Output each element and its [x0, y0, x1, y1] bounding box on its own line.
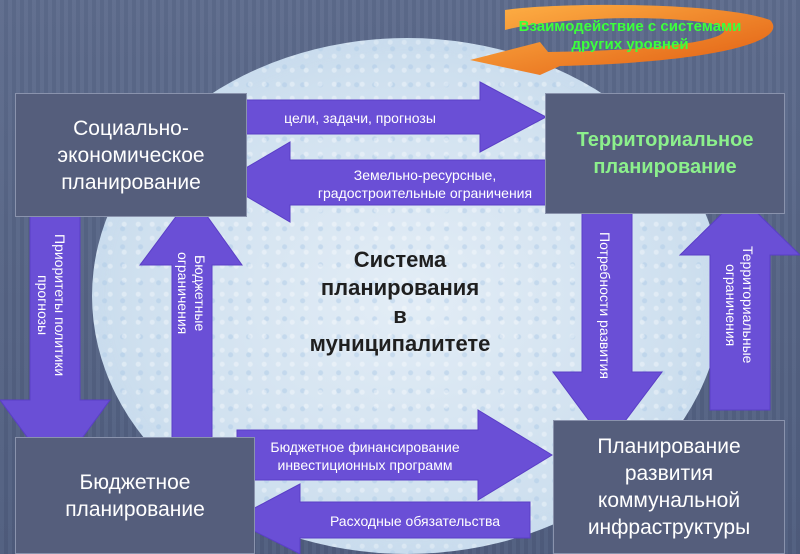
label-development-needs: Потребности развития — [597, 231, 613, 379]
box-budget: Бюджетное планирование — [15, 437, 255, 554]
social-line3: планирование — [61, 170, 201, 194]
arrow-goals — [231, 81, 548, 153]
box-territorial: Территориальное планирование — [545, 93, 785, 214]
center-title-line3: в муниципалитете — [309, 303, 491, 356]
label-territorial-limits: Территориальные ограничения — [722, 225, 756, 385]
label-goals: цели, задачи, прогнозы — [284, 110, 436, 126]
infra-line3: коммунальной — [597, 489, 741, 512]
box-social-economic: Социально- экономическое планирование — [15, 93, 247, 217]
label-territorial-limits-line2: ограничения — [723, 263, 739, 347]
arrow-development-needs — [552, 197, 664, 446]
label-land: Земельно-ресурсные, градостроительные ог… — [280, 166, 570, 202]
label-budget-financing: Бюджетное финансирование инвестиционных … — [245, 438, 485, 474]
label-territorial-limits-line1: Территориальные — [740, 246, 756, 364]
arrow-land — [221, 141, 573, 223]
label-budget-limits: Бюджетные ограничения — [174, 228, 208, 358]
center-title-line1: Система — [353, 247, 447, 272]
social-line1: Социально- — [73, 116, 189, 140]
label-land-line2: градостроительные ограничения — [317, 185, 533, 201]
territorial-line2: планирование — [593, 155, 737, 178]
orange-curved-arrow — [470, 4, 774, 76]
interaction-note: Взаимодействие с системами других уровне… — [480, 18, 780, 54]
arrow-budget-limits — [139, 194, 243, 446]
arrow-territorial-limits — [678, 195, 800, 411]
budget-line1: Бюджетное — [79, 470, 191, 494]
infra-line2: развития — [624, 462, 714, 485]
label-priorities-line1: Приоритеты политики — [52, 233, 68, 377]
label-priorities: Приоритеты политики прогнозы — [34, 210, 68, 400]
social-line2: экономическое — [57, 143, 205, 167]
budget-line2: планирование — [65, 497, 205, 521]
center-title: Система планирования в муниципалитете — [300, 246, 500, 358]
arrow-expenses — [230, 483, 531, 554]
label-expenses: Расходные обязательства — [329, 513, 501, 529]
infra-line1: Планирование — [597, 435, 741, 458]
infra-line4: инфраструктуры — [587, 516, 751, 539]
interaction-note-line1: Взаимодействие с системами — [518, 18, 742, 35]
territorial-line1: Территориальное — [576, 128, 754, 151]
arrow-budget-financing — [236, 409, 553, 501]
label-budget-limits-line2: ограничения — [175, 251, 191, 335]
label-land-line1: Земельно-ресурсные, — [353, 167, 497, 183]
label-bf-line1: Бюджетное финансирование — [270, 439, 460, 455]
label-budget-limits-line1: Бюджетные — [192, 254, 208, 332]
box-infrastructure: Планирование развития коммунальной инфра… — [553, 420, 785, 554]
label-bf-line2: инвестиционных программ — [277, 457, 453, 473]
center-title-line2: планирования — [320, 275, 480, 300]
label-priorities-line2: прогнозы — [35, 274, 51, 336]
interaction-note-line2: других уровней — [571, 36, 689, 53]
